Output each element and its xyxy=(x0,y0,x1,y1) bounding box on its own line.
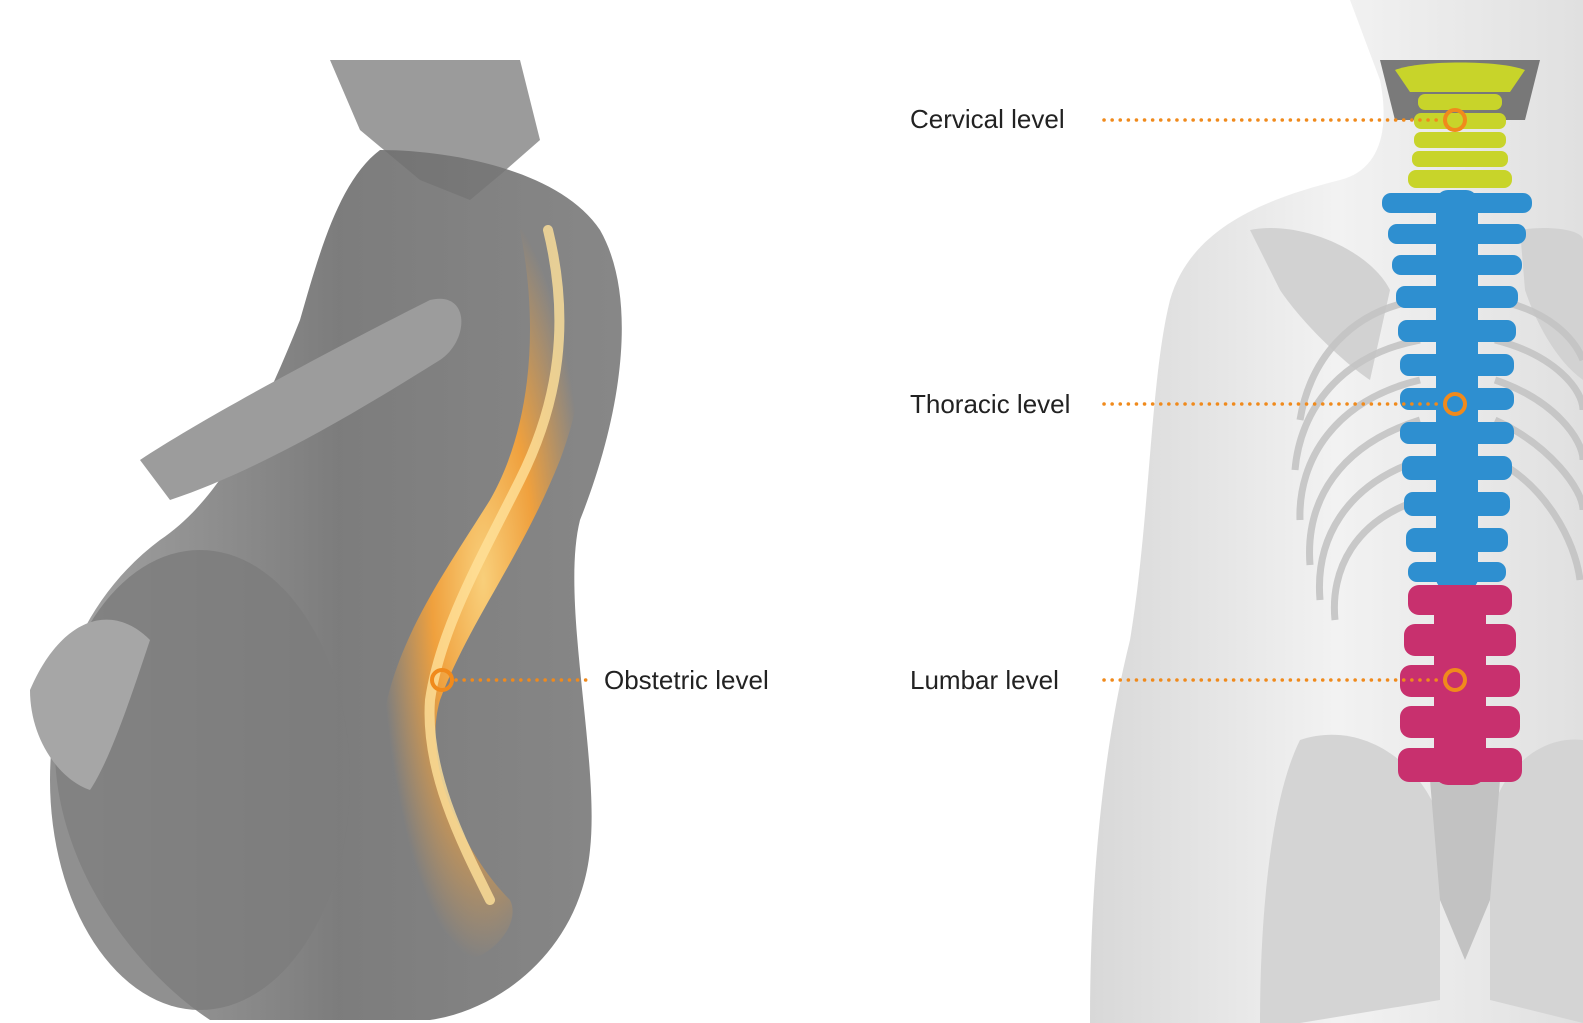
thoracic-level-label: Thoracic level xyxy=(910,391,1070,417)
obstetric-level-label: Obstetric level xyxy=(604,667,769,693)
lumbar-level-label: Lumbar level xyxy=(910,667,1059,693)
back-skeleton xyxy=(1090,0,1583,1023)
cervical-level-label: Cervical level xyxy=(910,106,1065,132)
pregnant-figure xyxy=(30,60,622,1020)
